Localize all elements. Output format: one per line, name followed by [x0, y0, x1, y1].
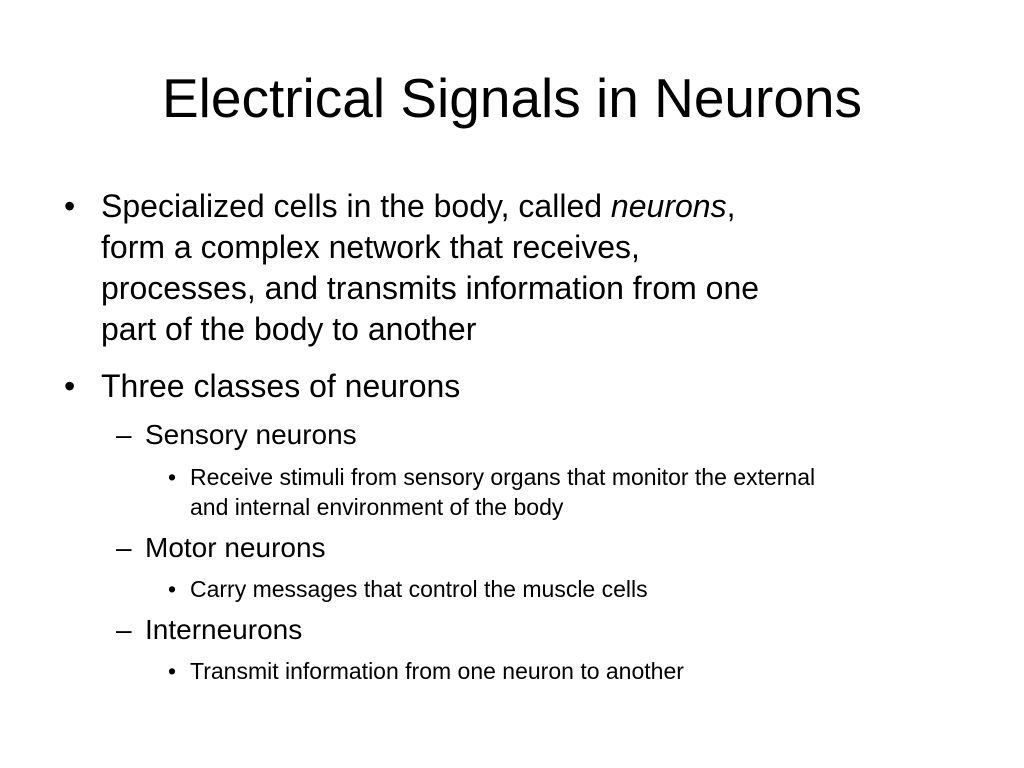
- subitem-interneurons: Interneurons: [145, 614, 303, 645]
- bullet-icon: •: [64, 368, 76, 404]
- detail-sensory-neurons: Receive stimuli from sensory organs that…: [190, 462, 990, 522]
- dash-icon: –: [116, 614, 132, 645]
- detail-line-2: and internal environment of the body: [190, 494, 564, 520]
- point-line-3: processes, and transmits information fro…: [101, 270, 760, 306]
- bullet-icon: •: [168, 576, 177, 602]
- slide-title: Electrical Signals in Neurons: [161, 67, 863, 129]
- point-neurons-definition: Specialized cells in the body, called ne…: [101, 186, 981, 350]
- point-line-2: form a complex network that receives,: [101, 229, 640, 265]
- detail-line-1: Receive stimuli from sensory organs that…: [190, 464, 816, 490]
- subitem-motor-neurons: Motor neurons: [145, 532, 326, 563]
- detail-motor-neurons: Carry messages that control the muscle c…: [190, 576, 648, 602]
- dash-icon: –: [116, 532, 132, 563]
- bullet-icon: •: [64, 188, 76, 224]
- point-line-4: part of the body to another: [101, 311, 477, 347]
- detail-interneurons: Transmit information from one neuron to …: [190, 658, 684, 684]
- subitem-sensory-neurons: Sensory neurons: [145, 419, 357, 450]
- emphasis-neurons: neurons: [610, 188, 727, 224]
- point-line-1: Specialized cells in the body, called ne…: [101, 188, 736, 224]
- point-three-classes: Three classes of neurons: [101, 368, 461, 404]
- dash-icon: –: [116, 419, 132, 450]
- bullet-icon: •: [168, 464, 177, 490]
- bullet-icon: •: [168, 658, 177, 684]
